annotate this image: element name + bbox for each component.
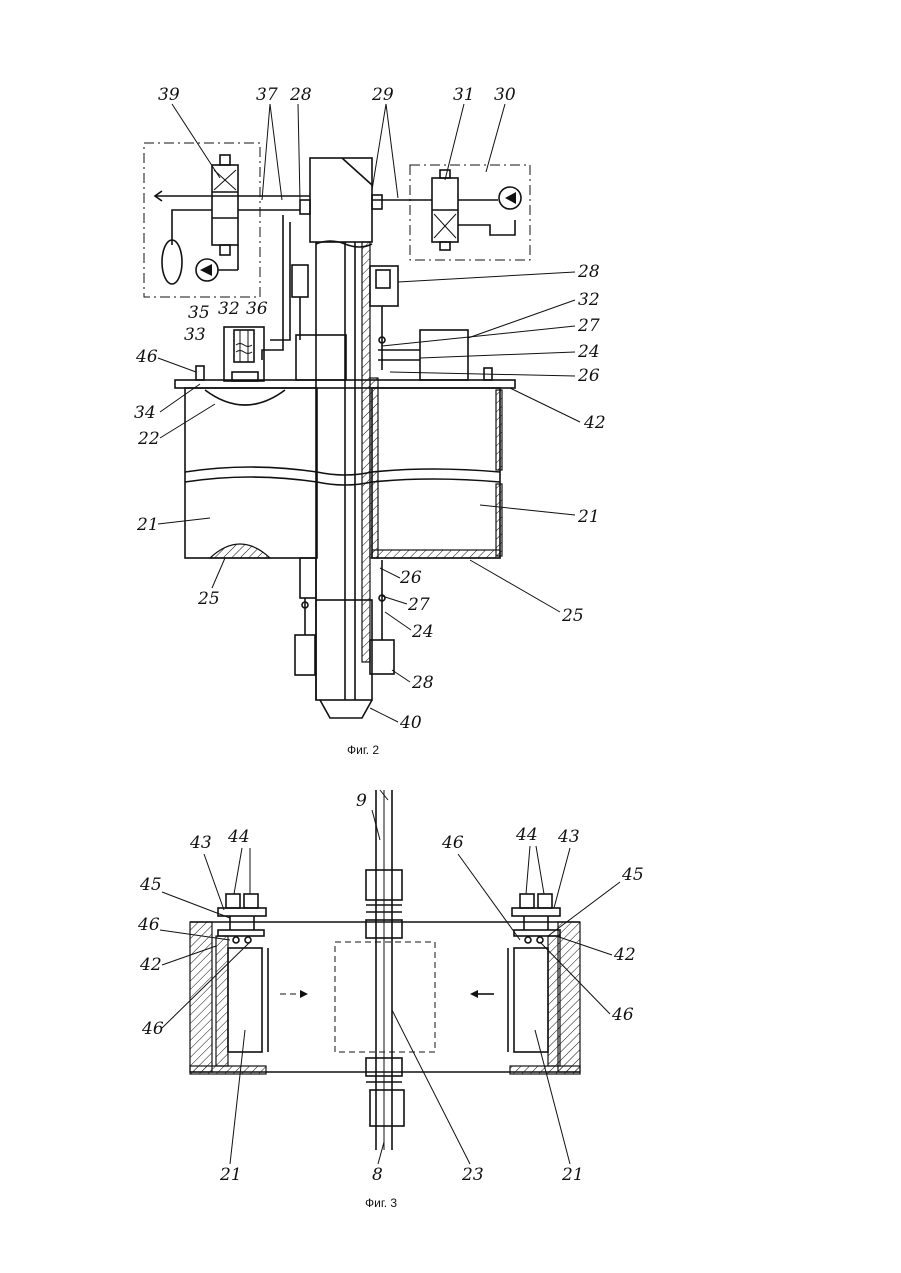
callout-46: 46 <box>135 347 158 367</box>
callout-42: 42 <box>583 413 606 433</box>
callout-35: 35 <box>188 303 210 323</box>
callout-46-left: 46 <box>137 915 160 935</box>
callout-21-left: 21 <box>136 515 159 535</box>
callout-21-right-fig3: 21 <box>561 1165 584 1185</box>
callout-43-right: 43 <box>557 827 580 847</box>
figure-2-drawing <box>144 143 530 718</box>
body-right <box>372 388 500 558</box>
cutout-22 <box>205 390 285 405</box>
clamp-assembly-left <box>218 894 266 943</box>
callout-34: 34 <box>134 403 156 423</box>
callout-39: 39 <box>158 85 180 105</box>
callout-42-right: 42 <box>613 945 636 965</box>
figure-2-caption: Фиг. 2 <box>347 743 379 757</box>
callout-23: 23 <box>461 1165 484 1185</box>
callout-25-left: 25 <box>197 589 220 609</box>
callout-43-left: 43 <box>189 833 212 853</box>
callout-44-right: 44 <box>515 825 538 845</box>
callout-24-right: 24 <box>577 342 600 362</box>
figure-3-caption: Фиг. 3 <box>365 1196 397 1210</box>
callout-46-right: 46 <box>611 1005 634 1025</box>
callout-9: 9 <box>356 791 367 811</box>
callout-30: 30 <box>494 85 516 105</box>
callout-28: 28 <box>289 85 312 105</box>
callout-45-left: 45 <box>139 875 162 895</box>
callout-44-left: 44 <box>227 827 250 847</box>
shaft-wall-hatched <box>362 242 370 662</box>
callout-37: 37 <box>256 85 278 105</box>
callout-21-right: 21 <box>577 507 600 527</box>
callout-33: 33 <box>184 325 206 345</box>
cylinder-left <box>224 327 264 381</box>
body-left <box>185 388 317 558</box>
callout-26-lower: 26 <box>399 568 422 588</box>
callout-24-lower: 24 <box>411 622 434 642</box>
hydraulic-unit-left-box <box>144 143 260 297</box>
callout-29: 29 <box>371 85 394 105</box>
callout-26-right: 26 <box>577 366 600 386</box>
valve-left <box>212 155 238 255</box>
callout-46-top: 46 <box>441 833 464 853</box>
callout-25-right: 25 <box>561 606 584 626</box>
callout-22: 22 <box>137 429 160 449</box>
callout-45-right: 45 <box>621 865 644 885</box>
callout-36: 36 <box>246 299 268 319</box>
callout-21-left-fig3: 21 <box>219 1165 242 1185</box>
callout-31: 31 <box>453 85 475 105</box>
callout-32-right: 32 <box>578 290 600 310</box>
callout-28-lower: 28 <box>411 673 434 693</box>
callout-27-lower: 27 <box>407 595 430 615</box>
callout-46-lower-left: 46 <box>141 1019 164 1039</box>
valve-right <box>432 170 458 250</box>
hydraulic-unit-right-box <box>410 165 530 260</box>
callout-27-right: 27 <box>577 316 600 336</box>
callout-42-left: 42 <box>139 955 162 975</box>
callout-28-right: 28 <box>577 262 600 282</box>
callout-32-left: 32 <box>218 299 240 319</box>
callout-40: 40 <box>399 713 422 733</box>
accumulator <box>162 240 182 284</box>
clamp-assembly-right <box>512 894 560 943</box>
shaft-head <box>310 158 372 242</box>
target-zone <box>335 942 435 1052</box>
callout-8: 8 <box>372 1165 383 1185</box>
